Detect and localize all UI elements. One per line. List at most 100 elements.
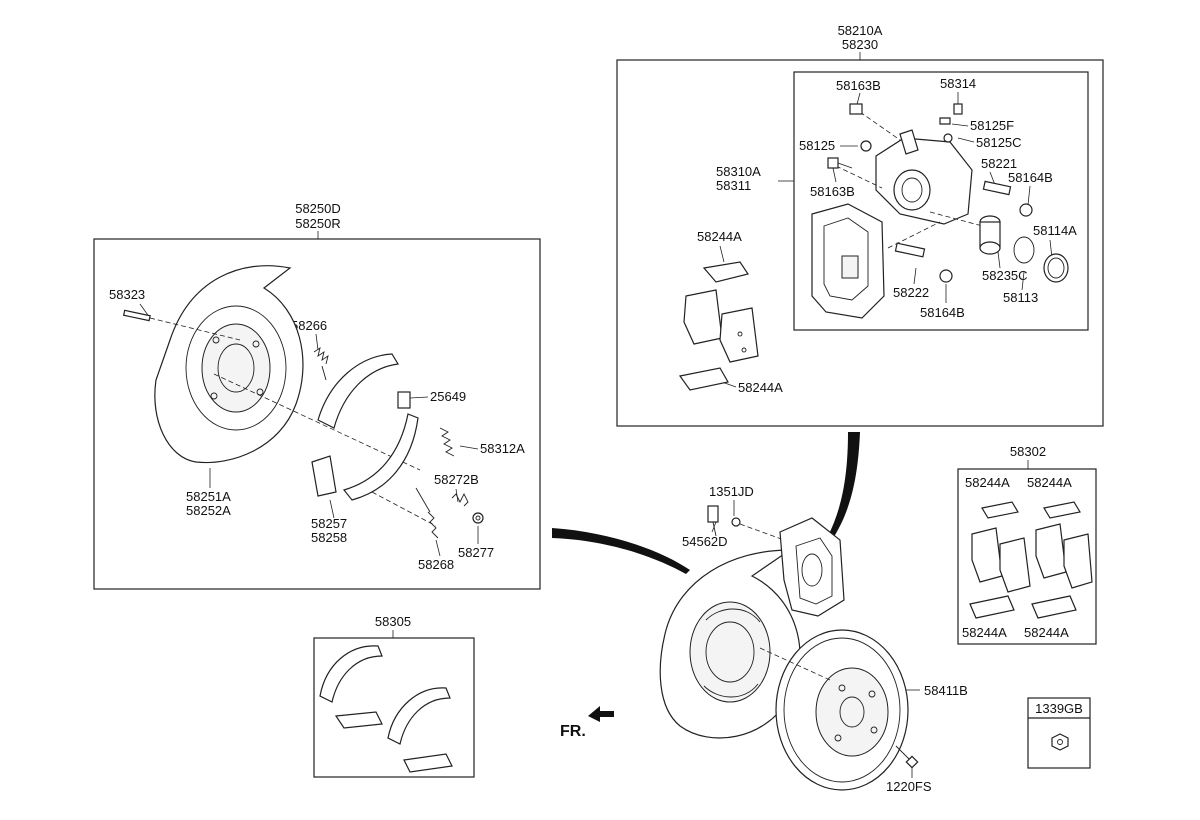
label-pad-clip-1: 58244A <box>965 475 1010 490</box>
label-58252a: 58252A <box>186 503 231 518</box>
label-25649: 25649 <box>430 389 466 404</box>
spring-58266 <box>313 346 329 365</box>
pad-clip-1 <box>981 501 1019 519</box>
cap-58125 <box>860 140 872 152</box>
label-58257: 58257 <box>311 516 347 531</box>
arrow-to-shield <box>552 528 690 574</box>
screw-1220fs <box>905 755 919 769</box>
disc-hub <box>815 667 889 757</box>
pad-kit-group: 58302 58244A 58244A 58244A 58244A <box>957 444 1097 645</box>
label-58244a-bottom: 58244A <box>738 380 783 395</box>
label-58244a-top: 58244A <box>697 229 742 244</box>
pad-clip-3 <box>969 595 1015 619</box>
washer-58277 <box>472 512 484 524</box>
nut-1339gb <box>1051 733 1069 751</box>
cap-58125c <box>943 133 953 143</box>
label-58314: 58314 <box>940 76 976 91</box>
label-58411b: 58411B <box>924 683 968 698</box>
parking-lever <box>311 455 337 497</box>
parking-brake-box <box>93 238 541 590</box>
arrow-to-caliper <box>828 432 860 540</box>
label-58125: 58125 <box>799 138 835 153</box>
pad-clip-2 <box>1043 501 1081 519</box>
shoe-kit-group: 58305 <box>313 614 475 778</box>
caliper-assembly-box <box>616 59 1104 427</box>
label-58164b-bottom: 58164B <box>920 305 965 320</box>
label-1351jd: 1351JD <box>709 484 754 499</box>
front-indicator-label: FR. <box>560 723 586 740</box>
bolt-58163b-bottom <box>827 157 839 169</box>
pad-clip-4 <box>1031 595 1077 619</box>
kit-shoe-1 <box>319 645 383 703</box>
main-assembly-group: 1351JD 54562D 58411B 1220FS FR. <box>552 432 968 794</box>
brake-shoe-lower <box>342 413 419 501</box>
label-58251a: 58251A <box>186 489 231 504</box>
nut-box <box>1027 697 1091 769</box>
washer-1351jd <box>731 517 741 527</box>
label-58230: 58230 <box>842 37 878 52</box>
brake-shoe-upper <box>317 353 399 429</box>
kit-pad-4 <box>1063 533 1093 589</box>
label-58272b: 58272B <box>434 472 479 487</box>
label-58125f: 58125F <box>970 118 1014 133</box>
ring-58113 <box>1013 236 1035 264</box>
pin-58221 <box>982 180 1012 196</box>
label-pad-clip-2: 58244A <box>1027 475 1072 490</box>
boot-58164b-top <box>1019 203 1033 217</box>
label-58268: 58268 <box>418 557 454 572</box>
front-arrow-icon <box>588 706 614 722</box>
label-58323: 58323 <box>109 287 145 302</box>
kit-pad-3 <box>1035 523 1067 579</box>
label-58305: 58305 <box>375 614 411 629</box>
label-pad-clip-3: 58244A <box>962 625 1007 640</box>
label-58221: 58221 <box>981 156 1017 171</box>
label-58163b-top: 58163B <box>836 78 881 93</box>
bolt-58163b-top <box>849 103 863 115</box>
label-58250r: 58250R <box>295 216 341 231</box>
nut-box-group: 1339GB <box>1027 697 1091 769</box>
spring-58312a <box>439 427 455 457</box>
clip-58244a-bottom <box>678 367 729 391</box>
label-58235c: 58235C <box>982 268 1028 283</box>
label-pad-clip-4: 58244A <box>1024 625 1069 640</box>
spring-58272b <box>451 492 469 507</box>
assembly-caliper <box>779 517 845 617</box>
label-54562d: 54562D <box>682 534 728 549</box>
kit-pad-2 <box>999 537 1031 593</box>
clip-58244a-top <box>702 261 749 283</box>
label-58302: 58302 <box>1010 444 1046 459</box>
label-1220fs: 1220FS <box>886 779 932 794</box>
label-58258: 58258 <box>311 530 347 545</box>
boot-58164b-bottom <box>939 269 953 283</box>
brake-pad-inner <box>683 289 723 345</box>
label-58163b-bottom: 58163B <box>810 184 855 199</box>
bleeder-58125f <box>939 117 951 125</box>
label-58311: 58311 <box>716 178 751 193</box>
caliper-subassembly-box <box>793 71 1089 331</box>
label-58250d: 58250D <box>295 201 341 216</box>
label-58113: 58113 <box>1003 290 1038 305</box>
label-58312a: 58312A <box>480 441 525 456</box>
label-58266: 58266 <box>291 318 327 333</box>
pin-58222 <box>894 242 926 258</box>
spring-58268 <box>415 487 439 539</box>
label-1339gb: 1339GB <box>1035 701 1083 716</box>
kit-shoe-2 <box>387 687 451 745</box>
bolt-54562d <box>707 505 719 523</box>
label-58277: 58277 <box>458 545 494 560</box>
label-58222: 58222 <box>893 285 929 300</box>
adjuster-25649 <box>397 391 411 409</box>
shoe-kit-box <box>313 637 475 778</box>
cap-58314 <box>953 103 963 115</box>
pad-kit-box <box>957 468 1097 645</box>
pin-58323 <box>122 309 151 322</box>
label-58125c: 58125C <box>976 135 1022 150</box>
label-58114a: 58114A <box>1033 223 1077 238</box>
label-58310a: 58310A <box>716 164 761 179</box>
brake-pad-outer <box>719 307 759 363</box>
label-58210a: 58210A <box>838 23 883 38</box>
parking-brake-group: 58250D 58250R 58323 58266 25649 58312A 5… <box>93 201 541 590</box>
backing-plate <box>201 323 271 413</box>
caliper-assembly-group: 58210A 58230 58163B 58314 58125F 58125C … <box>616 23 1104 427</box>
